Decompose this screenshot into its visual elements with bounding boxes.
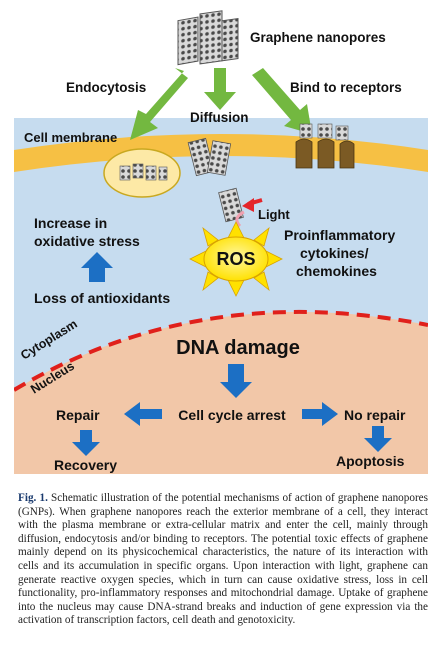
- graphene-nanopores-label: Graphene nanopores: [250, 30, 386, 45]
- oxidative-up-arrow: [81, 252, 113, 282]
- recovery-label: Recovery: [54, 457, 117, 473]
- increase-line2: oxidative stress: [34, 233, 140, 249]
- right-arrow: [302, 402, 338, 426]
- apoptosis-label: Apoptosis: [336, 453, 405, 469]
- bind-to-receptors-label: Bind to receptors: [290, 80, 402, 95]
- proinflam-line2: cytokines/: [300, 245, 369, 261]
- proinflam-line1: Proinflammatory: [284, 227, 395, 243]
- cell-body: [14, 118, 428, 474]
- caption-text: Schematic illustration of the potential …: [18, 492, 428, 627]
- graphene-nanopore-icon: [177, 10, 239, 66]
- ros-sun-icon: [189, 221, 283, 297]
- mechanism-diagram: Graphene nanopores Endocytosis Bind to r…: [14, 10, 428, 474]
- receptor-icon: [317, 138, 335, 169]
- no-repair-label: No repair: [344, 407, 406, 423]
- receptor-group: [295, 123, 355, 169]
- proinflam-line3: chemokines: [296, 263, 377, 279]
- endocytosis-vesicle: [103, 148, 181, 198]
- dna-down-arrow: [220, 364, 252, 398]
- diffusion-label: Diffusion: [190, 110, 249, 125]
- nucleus-region: [14, 311, 428, 474]
- figure-caption: Fig. 1. Schematic illustration of the po…: [18, 492, 428, 628]
- receptor-arrow: [252, 68, 312, 134]
- left-arrow: [124, 402, 162, 426]
- endocytosis-label: Endocytosis: [66, 80, 146, 95]
- cell-membrane-label: Cell membrane: [24, 130, 117, 145]
- light-arrowhead-icon: [242, 198, 254, 212]
- endocytosis-arrow: [130, 68, 188, 140]
- caption-label: Fig. 1.: [18, 492, 48, 504]
- receptor-icon: [295, 138, 313, 169]
- internalized-graphene-icon: [218, 187, 244, 223]
- cell-cycle-arrest-label: Cell cycle arrest: [178, 407, 286, 423]
- entry-arrows: [130, 68, 312, 140]
- dna-damage-label: DNA damage: [176, 337, 300, 359]
- ros-label: ROS: [216, 249, 255, 269]
- loss-antioxidants-label: Loss of antioxidants: [34, 290, 170, 306]
- light-ray-icon: [235, 210, 245, 228]
- no-repair-down-arrow: [364, 426, 392, 452]
- diffusing-graphene-icon: [187, 137, 232, 177]
- repair-down-arrow: [72, 430, 100, 456]
- increase-line1: Increase in: [34, 215, 107, 231]
- repair-label: Repair: [56, 407, 100, 423]
- nuclear-envelope: [14, 309, 428, 392]
- diffusion-arrow: [204, 68, 236, 110]
- light-label: Light: [258, 207, 290, 222]
- receptor-icon: [339, 140, 355, 169]
